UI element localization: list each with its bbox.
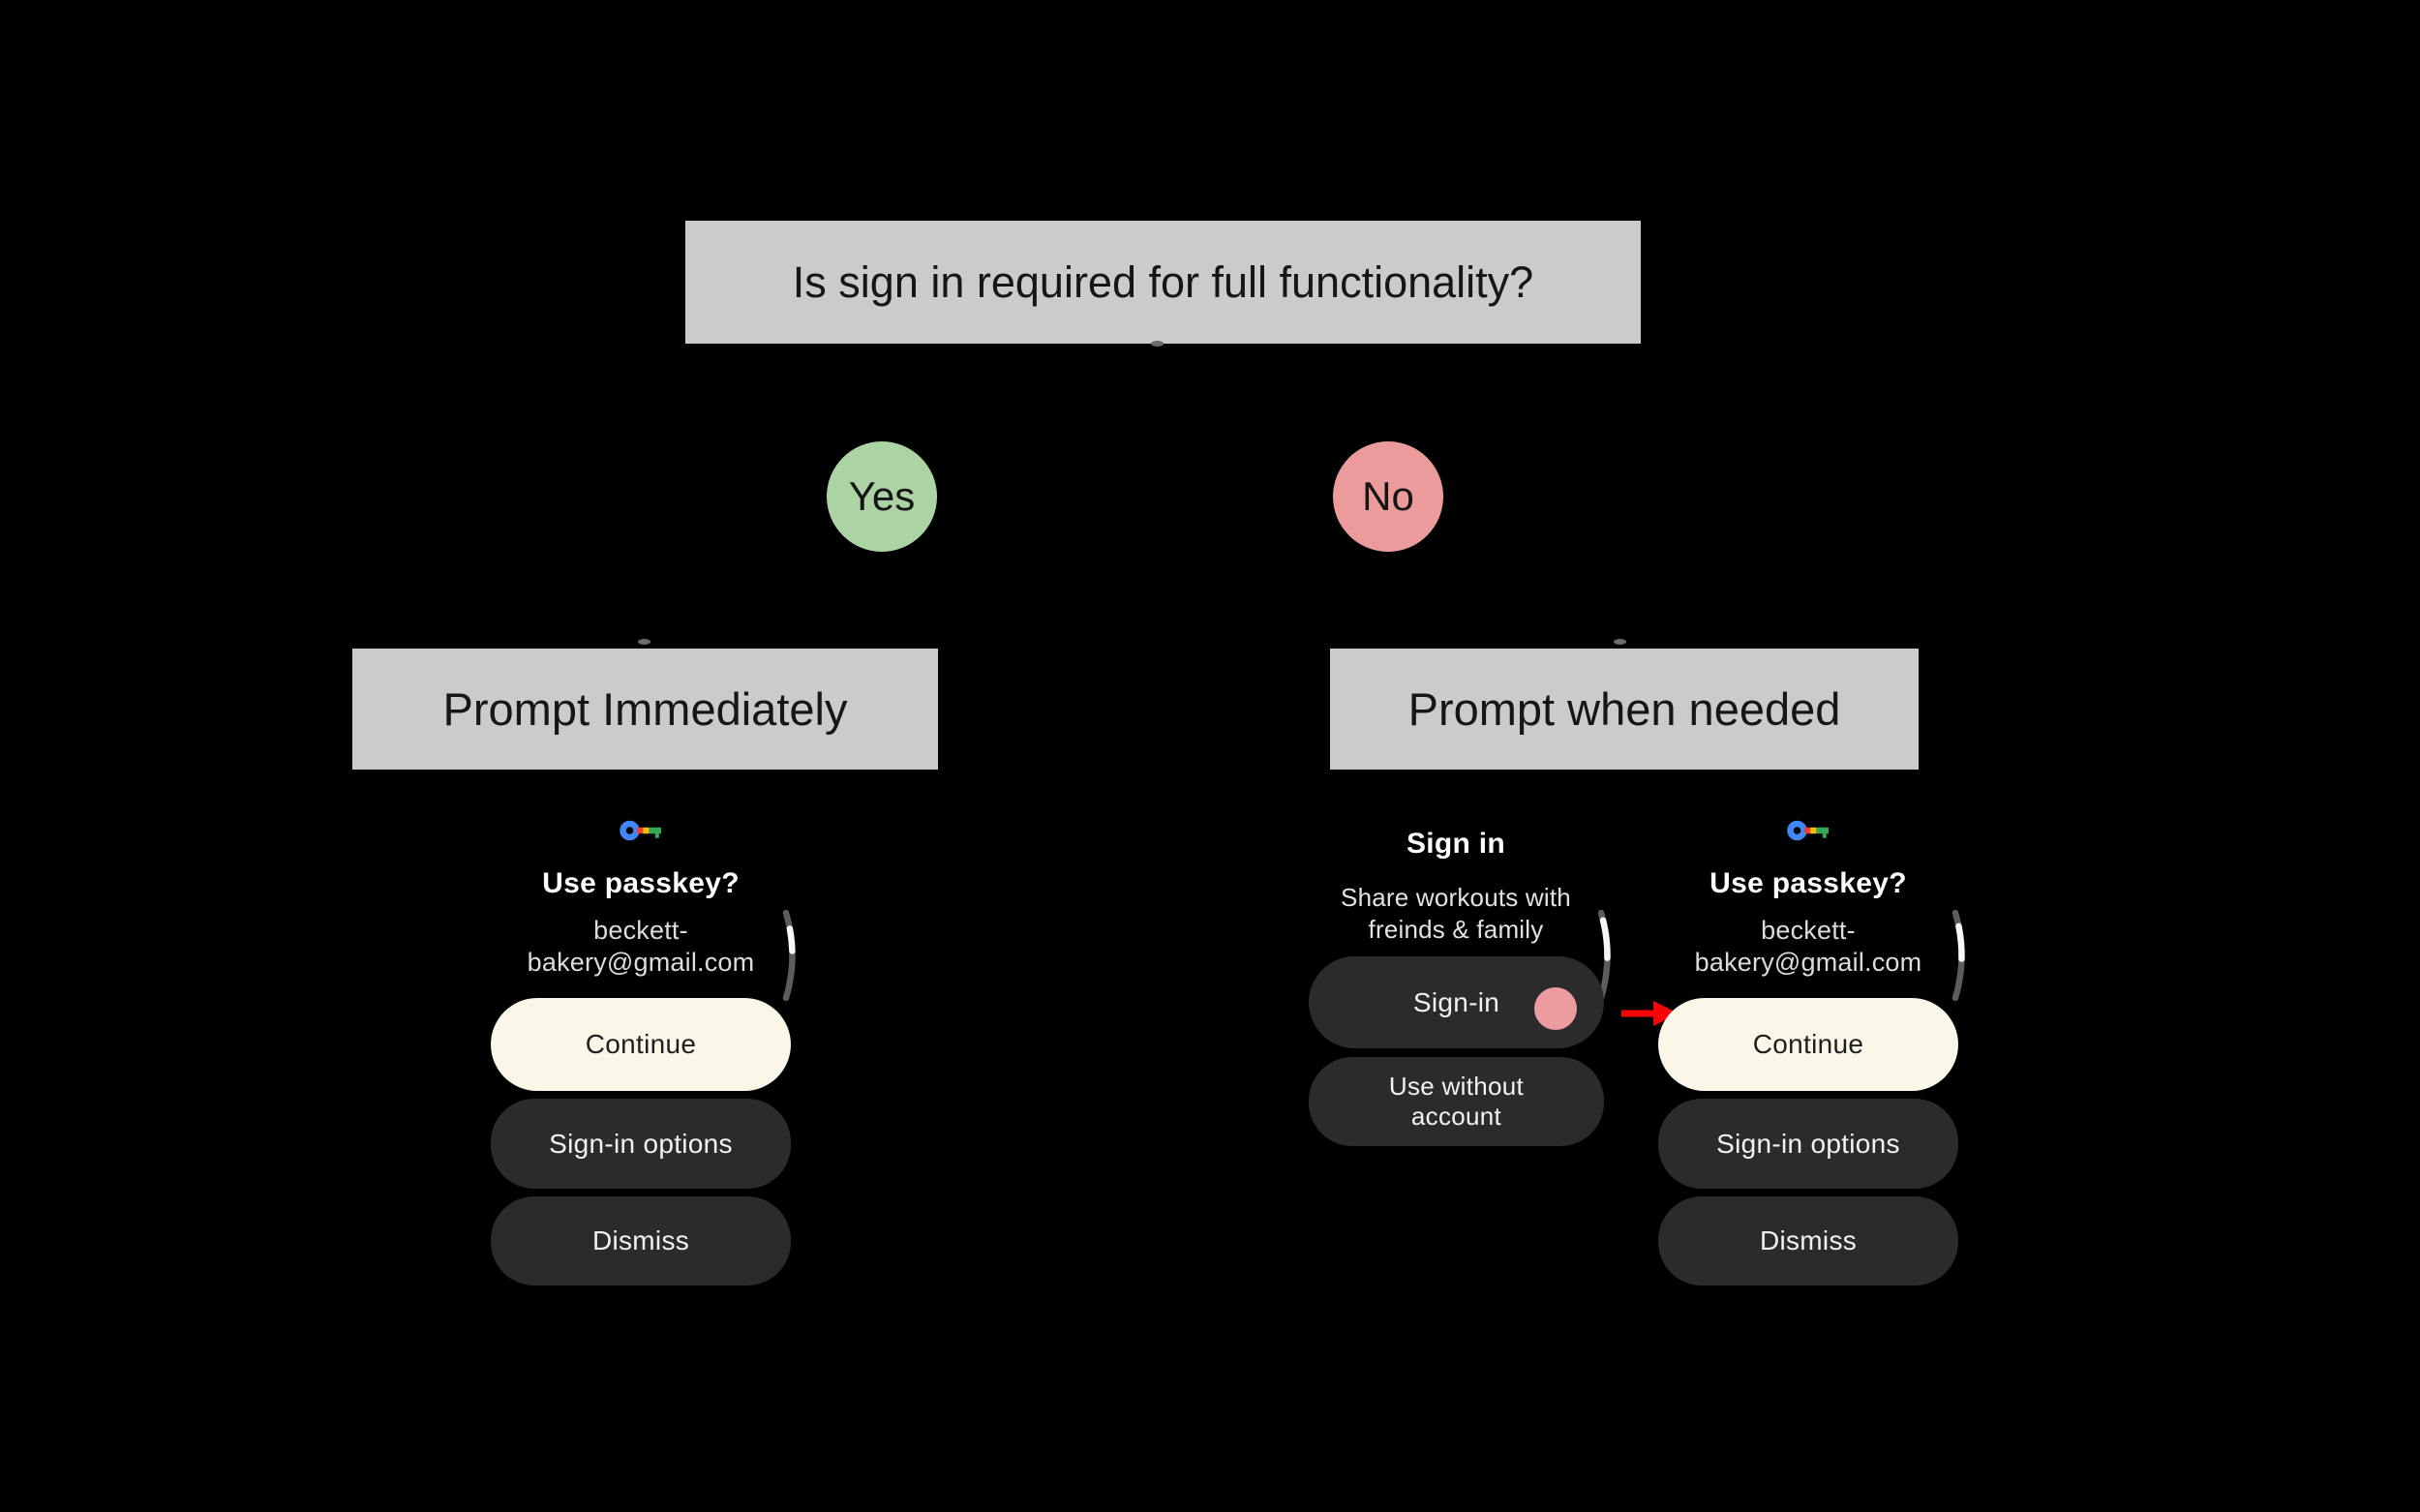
branch-prompt-immediately-box: Prompt Immediately xyxy=(352,649,938,770)
continue-button[interactable]: Continue xyxy=(1658,998,1958,1091)
passkey-email: beckett- bakery@gmail.com xyxy=(471,915,810,979)
sign-in-button-label: Sign-in xyxy=(1412,986,1500,1017)
sign-in-options-label: Sign-in options xyxy=(1716,1128,1900,1159)
sign-in-subtitle-line2: freinds & family xyxy=(1368,915,1544,944)
connector-tick xyxy=(1614,639,1626,645)
passkey-email-line1: beckett- xyxy=(593,916,688,945)
pink-highlight-dot xyxy=(1534,987,1577,1030)
dismiss-button[interactable]: Dismiss xyxy=(1658,1196,1958,1285)
passkey-email-line1: beckett- xyxy=(1761,916,1856,945)
no-label: No xyxy=(1362,473,1414,519)
sign-in-button[interactable]: Sign-in xyxy=(1309,956,1604,1048)
continue-button[interactable]: Continue xyxy=(491,998,791,1091)
no-node: No xyxy=(1333,441,1443,552)
use-without-account-button[interactable]: Use without account xyxy=(1309,1057,1604,1146)
passkey-title: Use passkey? xyxy=(1709,867,1907,899)
passkey-email-line2: bakery@gmail.com xyxy=(527,948,755,977)
question-text: Is sign in required for full functionali… xyxy=(792,257,1534,307)
sign-in-subtitle: Share workouts with freinds & family xyxy=(1286,882,1625,946)
question-box: Is sign in required for full functionali… xyxy=(685,221,1641,344)
use-without-account-label: Use without account xyxy=(1388,1072,1525,1131)
passkey-key-icon xyxy=(1787,819,1830,842)
branch-prompt-when-needed-text: Prompt when needed xyxy=(1407,683,1841,735)
yes-label: Yes xyxy=(848,473,916,519)
sign-in-options-label: Sign-in options xyxy=(549,1128,733,1159)
passkey-email-line2: bakery@gmail.com xyxy=(1694,948,1922,977)
sign-in-options-button[interactable]: Sign-in options xyxy=(1658,1099,1958,1189)
dismiss-button[interactable]: Dismiss xyxy=(491,1196,791,1285)
scrollbar-arc[interactable] xyxy=(1595,910,1617,1001)
sign-in-options-button[interactable]: Sign-in options xyxy=(491,1099,791,1189)
branch-prompt-immediately-text: Prompt Immediately xyxy=(442,683,848,735)
sign-in-subtitle-line1: Share workouts with xyxy=(1341,883,1571,912)
passkey-title: Use passkey? xyxy=(542,867,740,899)
continue-label: Continue xyxy=(585,1029,697,1059)
dismiss-label: Dismiss xyxy=(1759,1225,1858,1255)
red-arrow-right-icon xyxy=(1620,999,1680,1028)
sign-in-title: Sign in xyxy=(1406,828,1506,860)
passkey-email: beckett- bakery@gmail.com xyxy=(1639,915,1978,979)
branch-prompt-when-needed-box: Prompt when needed xyxy=(1330,649,1919,770)
scrollbar-arc[interactable] xyxy=(780,910,802,1001)
connector-tick xyxy=(638,639,650,645)
yes-node: Yes xyxy=(827,441,937,552)
connector-tick xyxy=(1151,341,1164,347)
continue-label: Continue xyxy=(1752,1029,1864,1059)
scrollbar-arc[interactable] xyxy=(1950,910,1971,1001)
passkey-key-icon xyxy=(620,819,662,842)
dismiss-label: Dismiss xyxy=(591,1225,690,1255)
